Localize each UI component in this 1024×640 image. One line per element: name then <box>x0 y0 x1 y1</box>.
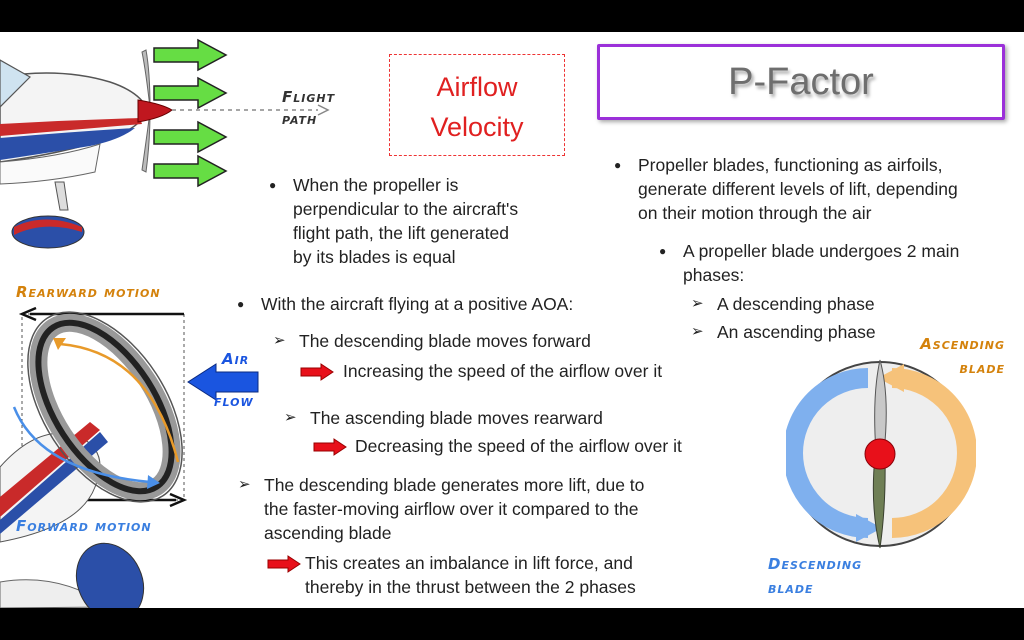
bullet-phase-descending: A descending phase <box>691 292 875 316</box>
air-label: Air <box>222 350 250 368</box>
propeller-front-view-diagram <box>786 359 976 549</box>
bullet-perpendicular: When the propeller is perpendicular to t… <box>269 173 518 269</box>
slide: Flight path Airflow Velocity P-Factor Wh… <box>0 32 1024 608</box>
red-arrow-icon <box>300 363 334 381</box>
green-arrow-icon <box>153 38 228 72</box>
bullet-ascending-rearward: The ascending blade moves rearward <box>284 406 603 430</box>
bullet-phases: A propeller blade undergoes 2 main phase… <box>659 239 959 287</box>
bullet-positive-aoa: With the aircraft flying at a positive A… <box>237 292 573 316</box>
aircraft-nose-illustration <box>0 49 330 249</box>
red-arrow-icon <box>267 555 301 573</box>
bullet-airfoils: Propeller blades, functioning as airfoil… <box>614 153 958 225</box>
green-arrow-icon <box>153 154 228 188</box>
callout-line-2: Velocity <box>430 112 524 142</box>
result-decreasing-speed: Decreasing the speed of the airflow over… <box>355 436 682 456</box>
descending-blade-label: Descending blade <box>768 555 863 597</box>
result-increasing-speed: Increasing the speed of the airflow over… <box>343 361 663 381</box>
flow-label: flow <box>214 392 254 410</box>
title-box: P-Factor <box>597 44 1005 120</box>
red-arrow-icon <box>313 438 347 456</box>
airflow-arrows-group <box>153 38 228 188</box>
airflow-velocity-callout: Airflow Velocity <box>389 54 565 156</box>
forward-motion-label: Forward motion <box>16 517 152 535</box>
rotating-propeller-diagram <box>0 306 188 608</box>
bullet-phase-ascending: An ascending phase <box>691 320 876 344</box>
flight-path-label: Flight path <box>282 88 336 128</box>
page-title: P-Factor <box>728 61 874 103</box>
bullet-more-lift: The descending blade generates more lift… <box>238 473 644 545</box>
result-imbalance: This creates an imbalance in lift force,… <box>305 553 636 597</box>
bullet-descending-forward: The descending blade moves forward <box>273 329 591 353</box>
green-arrow-icon <box>153 76 228 110</box>
callout-line-1: Airflow <box>436 72 518 102</box>
blue-arrow-icon <box>187 363 259 401</box>
green-arrow-icon <box>153 120 228 154</box>
rearward-motion-label: Rearward motion <box>16 283 161 301</box>
ascending-blade-label: Ascending blade <box>920 335 1005 377</box>
